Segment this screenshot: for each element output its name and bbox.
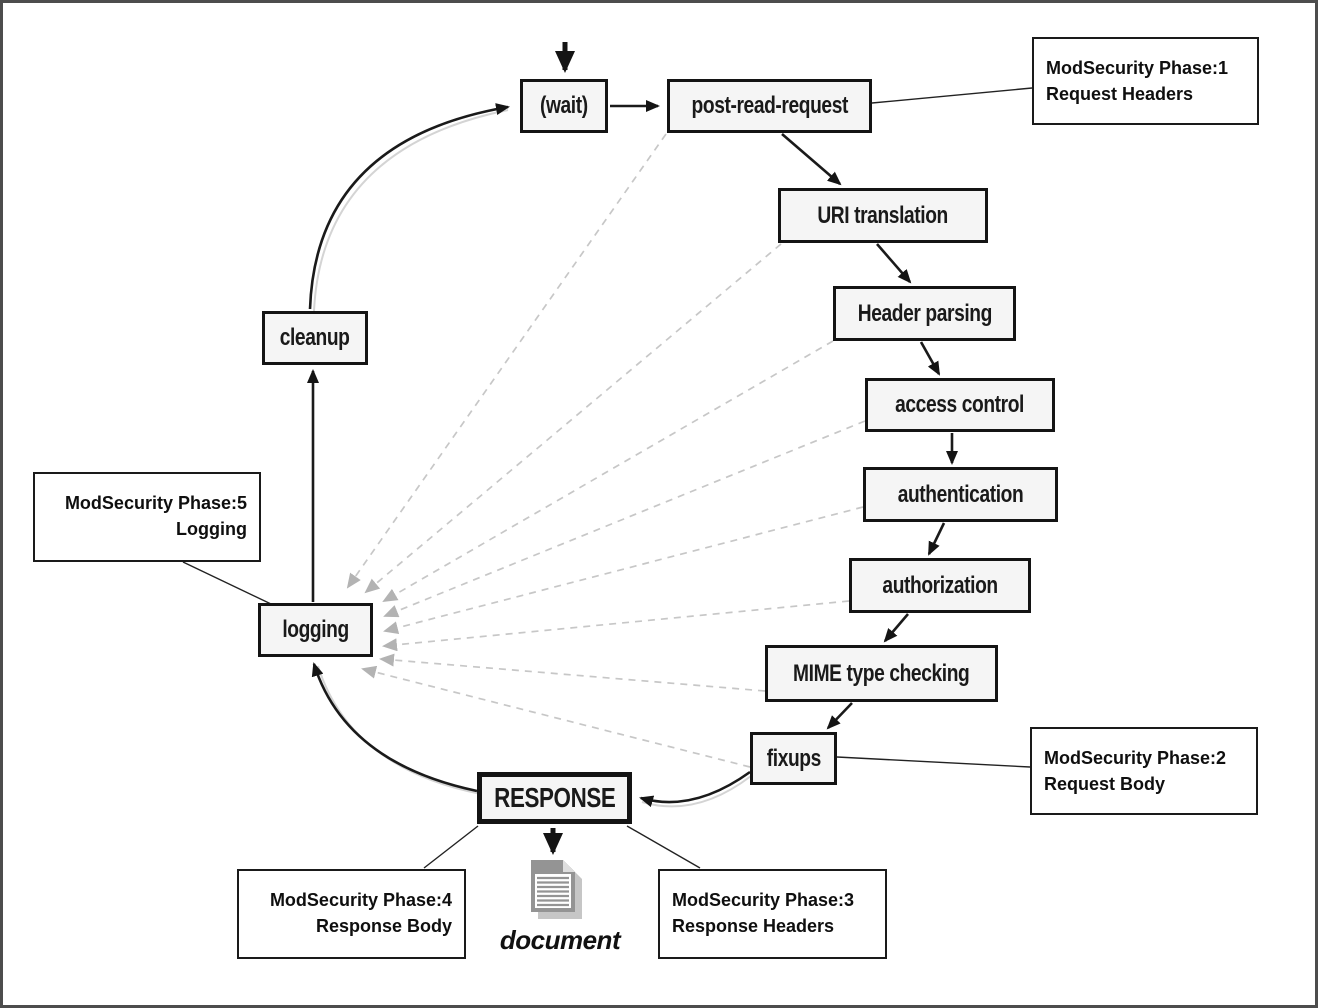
arrow-fixups-to-response <box>639 770 751 808</box>
dashed-authentication-to-logging <box>383 506 864 635</box>
node-access-control: access control <box>865 378 1055 432</box>
annotation-phase1: ModSecurity Phase:1 Request Headers <box>1032 37 1259 125</box>
annotation-phase4-line2: Response Body <box>315 916 452 937</box>
node-authorization-label: authorization <box>882 571 998 599</box>
node-fixups: fixups <box>750 732 837 785</box>
node-header-parsing: Header parsing <box>833 286 1016 341</box>
connector-response-to-phase4 <box>423 825 479 869</box>
node-post-read-request: post-read-request <box>667 79 872 133</box>
dashed-mime-to-logging <box>379 653 766 692</box>
node-cleanup-label: cleanup <box>280 324 350 351</box>
dashed-post-read-to-logging <box>346 133 667 589</box>
node-mime-type-checking: MIME type checking <box>765 645 998 702</box>
node-wait-label: (wait) <box>540 92 588 119</box>
dashed-header-to-logging <box>382 340 834 603</box>
arrow-header-to-access <box>919 341 941 376</box>
dashed-authorization-to-logging <box>382 600 850 652</box>
node-uri-translation-label: URI translation <box>817 201 949 229</box>
node-authentication-label: authentication <box>897 480 1024 508</box>
arrow-uri-to-header <box>876 243 912 284</box>
document-icon <box>531 860 582 919</box>
annotation-phase4: ModSecurity Phase:4 Response Body <box>237 869 466 959</box>
node-authentication: authentication <box>863 467 1058 522</box>
node-logging: logging <box>258 603 373 657</box>
annotation-phase2: ModSecurity Phase:2 Request Body <box>1030 727 1258 815</box>
arc-halos <box>313 109 752 808</box>
annotation-phase1-line1: ModSecurity Phase:1 <box>1046 58 1229 78</box>
annotation-phase5-line2: Logging <box>176 519 247 540</box>
annotation-phase2-line1: ModSecurity Phase:2 <box>1044 748 1227 768</box>
annotation-phase1-line2: Request Headers <box>1046 84 1194 105</box>
connector-response-to-phase3 <box>626 825 701 869</box>
dashed-fixups-to-logging <box>361 665 751 768</box>
arrow-response-to-logging <box>311 662 478 793</box>
annotation-phase3-line1: ModSecurity Phase:3 <box>672 890 855 910</box>
node-post-read-request-label: post-read-request <box>691 92 848 119</box>
annotation-phase2-line2: Request Body <box>1044 774 1166 795</box>
arrow-authentication-to-authorization <box>927 522 946 556</box>
node-cleanup: cleanup <box>262 311 368 365</box>
annotation-phase3: ModSecurity Phase:3 Response Headers <box>658 869 887 959</box>
arrow-cleanup-to-wait <box>308 103 510 310</box>
node-response-label: RESPONSE <box>493 782 616 813</box>
connector-fixups-to-phase2 <box>836 756 1031 768</box>
node-fixups-label: fixups <box>766 744 821 772</box>
dashed-logging-lines <box>346 133 866 768</box>
document-label: document <box>499 925 621 955</box>
connector-phase5-to-logging <box>182 561 272 605</box>
node-access-control-label: access control <box>895 391 1025 418</box>
arrow-mime-to-fixups <box>826 702 853 730</box>
dashed-access-to-logging <box>383 420 866 618</box>
thick-arrows <box>543 42 575 855</box>
annotation-connectors <box>182 87 1033 869</box>
flow-arrows <box>307 100 958 808</box>
node-wait: (wait) <box>520 79 608 133</box>
connector-post-read-to-phase1 <box>871 87 1033 104</box>
annotation-phase5: ModSecurity Phase:5 Logging <box>33 472 261 562</box>
annotation-phase3-line2: Response Headers <box>672 916 835 937</box>
node-mime-type-checking-label: MIME type checking <box>793 659 970 687</box>
arrow-authorization-to-mime <box>883 613 909 643</box>
node-header-parsing-label: Header parsing <box>857 299 992 327</box>
node-logging-label: logging <box>282 616 349 643</box>
node-uri-translation: URI translation <box>778 188 988 243</box>
node-response: RESPONSE <box>477 772 632 824</box>
annotation-phase4-line1: ModSecurity Phase:4 <box>269 890 452 910</box>
arrow-post-read-to-uri <box>781 133 842 186</box>
annotation-phase5-line1: ModSecurity Phase:5 <box>64 493 247 513</box>
node-authorization: authorization <box>849 558 1031 613</box>
